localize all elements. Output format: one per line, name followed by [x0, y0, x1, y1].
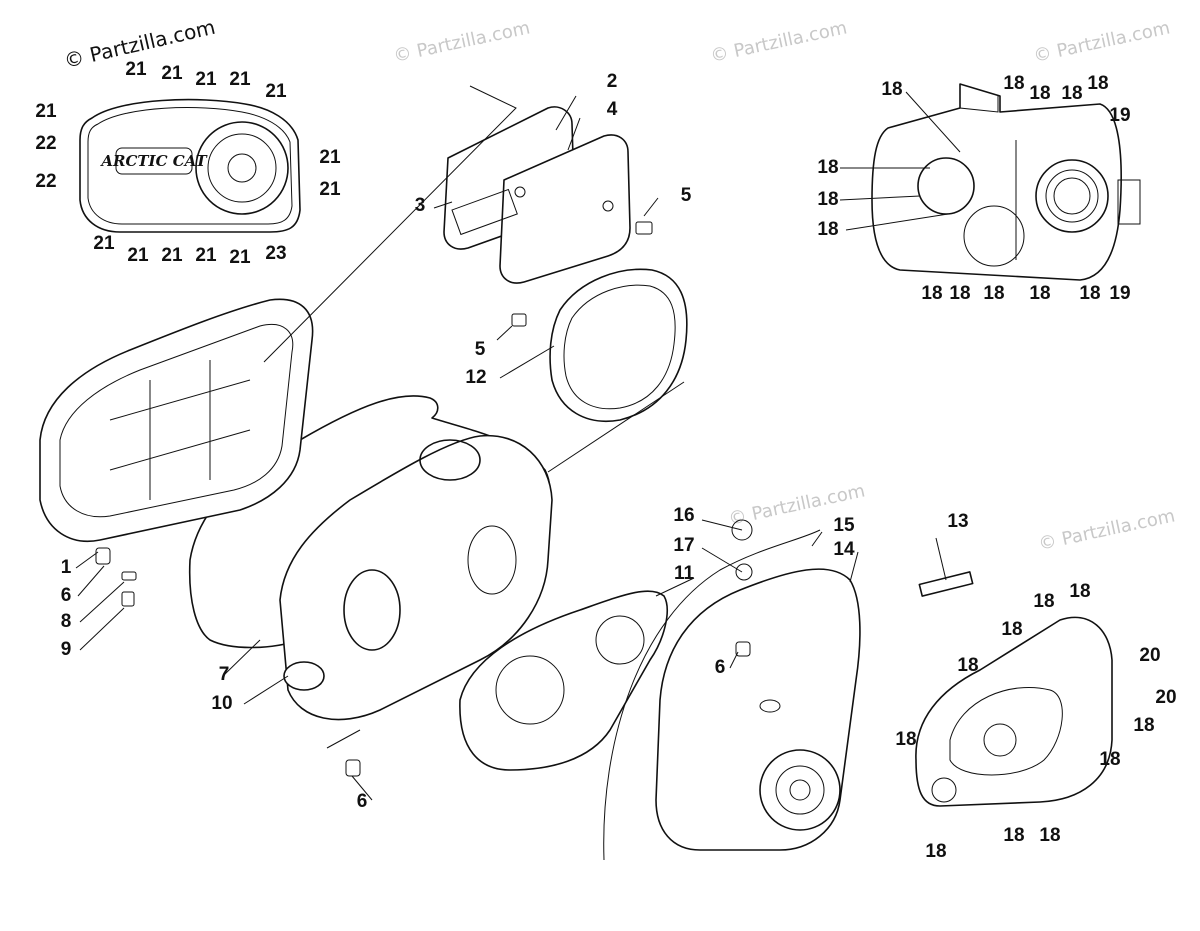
- callout-10: 10: [211, 693, 232, 714]
- callout-18-b: 18: [1003, 73, 1024, 94]
- callout-9: 9: [61, 639, 72, 660]
- callout-18-o: 18: [1033, 591, 1054, 612]
- callout-18-q: 18: [957, 655, 978, 676]
- callout-2: 2: [607, 71, 618, 92]
- callout-21-a: 21: [125, 59, 147, 80]
- callout-17: 17: [673, 535, 694, 556]
- callout-14: 14: [833, 539, 855, 560]
- callout-18-c: 18: [1029, 83, 1050, 104]
- callout-21-c: 21: [195, 69, 217, 90]
- callout-18-j: 18: [949, 283, 970, 304]
- inner-cover-plate: [871, 83, 1141, 281]
- callouts: 1 2 3 4 5 5 6 6 6 7 8 9 10 11 12 13 14 1…: [35, 59, 1176, 862]
- callout-1: 1: [61, 557, 72, 578]
- callout-21-j: 21: [127, 245, 149, 266]
- callout-21-f: 21: [35, 101, 57, 122]
- callout-7: 7: [219, 664, 230, 685]
- seal-ring: [511, 268, 688, 422]
- watermark-3: © Partzilla.com: [1032, 17, 1172, 66]
- callout-19-a: 19: [1109, 105, 1130, 126]
- watermark-1: © Partzilla.com: [392, 17, 532, 66]
- watermark-5: © Partzilla.com: [1037, 505, 1177, 554]
- callout-18-e: 18: [1087, 73, 1108, 94]
- callout-5-mid: 5: [475, 339, 486, 360]
- callout-11: 11: [674, 563, 695, 584]
- callout-21-e: 21: [265, 81, 287, 102]
- callout-8: 8: [61, 611, 72, 632]
- leader-lines: [75, 85, 961, 801]
- callout-21-d: 21: [229, 69, 251, 90]
- callout-18-u: 18: [1003, 825, 1024, 846]
- callout-18-a: 18: [881, 79, 902, 100]
- callout-21-i: 21: [93, 233, 115, 254]
- cover-gasket: [459, 590, 668, 771]
- callout-21-m: 21: [229, 247, 251, 268]
- callout-18-i: 18: [921, 283, 942, 304]
- callout-18-r: 18: [1133, 715, 1154, 736]
- side-cover: [915, 616, 1113, 807]
- callout-21-g: 21: [319, 147, 341, 168]
- callout-6-center: 6: [715, 657, 726, 678]
- callout-3: 3: [415, 195, 426, 216]
- callout-12: 12: [465, 367, 486, 388]
- callout-4: 4: [607, 99, 618, 120]
- callout-13: 13: [947, 511, 968, 532]
- callout-18-f: 18: [817, 157, 838, 178]
- callout-21-l: 21: [195, 245, 217, 266]
- callout-21-k: 21: [161, 245, 183, 266]
- callout-22-b: 22: [35, 171, 56, 192]
- callout-6-left: 6: [61, 585, 72, 606]
- inner-clutch-cover: [39, 298, 314, 607]
- callout-16: 16: [673, 505, 694, 526]
- cover-logo: ARCTIC CAT: [99, 152, 208, 170]
- callout-22-a: 22: [35, 133, 56, 154]
- callout-5-top: 5: [681, 185, 692, 206]
- callout-18-k: 18: [983, 283, 1004, 304]
- identification-plate: [918, 571, 974, 597]
- callout-20-b: 20: [1155, 687, 1176, 708]
- watermark-2: © Partzilla.com: [709, 17, 849, 66]
- callout-18-m: 18: [1079, 283, 1100, 304]
- callout-19-b: 19: [1109, 283, 1130, 304]
- callout-18-l: 18: [1029, 283, 1050, 304]
- callout-18-s: 18: [895, 729, 916, 750]
- callout-6-bottom: 6: [357, 791, 368, 812]
- air-plates: [443, 106, 653, 284]
- callout-15: 15: [833, 515, 855, 536]
- callout-18-t: 18: [1099, 749, 1120, 770]
- callout-18-g: 18: [817, 189, 838, 210]
- callout-18-d: 18: [1061, 83, 1082, 104]
- crankcase-housing: [279, 434, 553, 777]
- callout-20-a: 20: [1139, 645, 1160, 666]
- callout-18-w: 18: [925, 841, 946, 862]
- callout-18-v: 18: [1039, 825, 1060, 846]
- callout-18-h: 18: [817, 219, 838, 240]
- callout-21-b: 21: [161, 63, 183, 84]
- callout-23: 23: [265, 243, 286, 264]
- callout-21-h: 21: [319, 179, 341, 200]
- stator-cover: [603, 519, 861, 861]
- callout-18-n: 18: [1069, 581, 1090, 602]
- outer-clutch-cover: ARCTIC CAT: [79, 98, 301, 233]
- callout-18-p: 18: [1001, 619, 1022, 640]
